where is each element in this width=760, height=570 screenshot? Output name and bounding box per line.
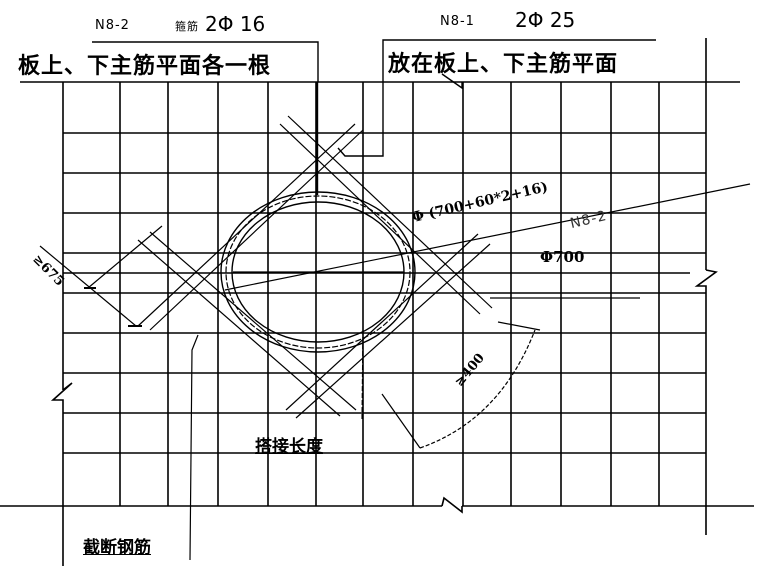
break-mark-right [694,269,718,535]
extension-line [497,321,541,331]
label-n8-1-code: N8-1 [440,14,475,29]
ring-bar-mid [225,195,411,349]
label-n8-2-spec: 2Φ 16 [205,12,266,36]
extension-line [87,225,163,289]
extension-line [381,393,421,449]
label-hole-diameter: Φ700 [540,248,585,266]
ring-diameter-line [224,183,751,291]
label-top-right-note: 放在板上、下主筋平面 [388,51,619,77]
dimension-line [39,245,137,327]
leader-notch [441,73,463,90]
label-n8-1-spec: 2Φ 25 [515,8,576,32]
diagonal-bars [137,115,493,419]
break-mark-left [50,382,73,566]
label-n8-2-code: N8-2 [95,18,130,33]
diagonal-bar [149,231,357,411]
arc-dimension [419,329,536,449]
cut-bar-leader [189,334,199,561]
leader [189,334,199,561]
break-mark-bottom [441,496,463,514]
leader-top-right-drop [337,82,384,157]
dimension-675 [39,225,163,327]
diagonal-bar [287,115,493,309]
label-lap-length: 搭接长度 [255,437,323,457]
diagonal-bar [285,233,479,411]
ring-bar-outer [220,191,416,353]
diagonal-bar [137,239,341,417]
dimension-400 [361,321,541,449]
label-top-left-note: 板上、下主筋平面各一根 [18,53,272,79]
diagonal-bar [279,123,481,315]
rebar-grid [0,38,754,566]
diagonal-bar [149,129,364,331]
leader-top-left [92,41,319,82]
leader-top-right [382,39,656,82]
label-garbled: 箍筋 [175,20,199,33]
label-cut-bar: 截断钢筋 [83,538,151,558]
opening [220,183,751,353]
diagonal-bar [295,243,491,419]
leader-lines [92,39,656,195]
lap-leader [361,329,364,421]
